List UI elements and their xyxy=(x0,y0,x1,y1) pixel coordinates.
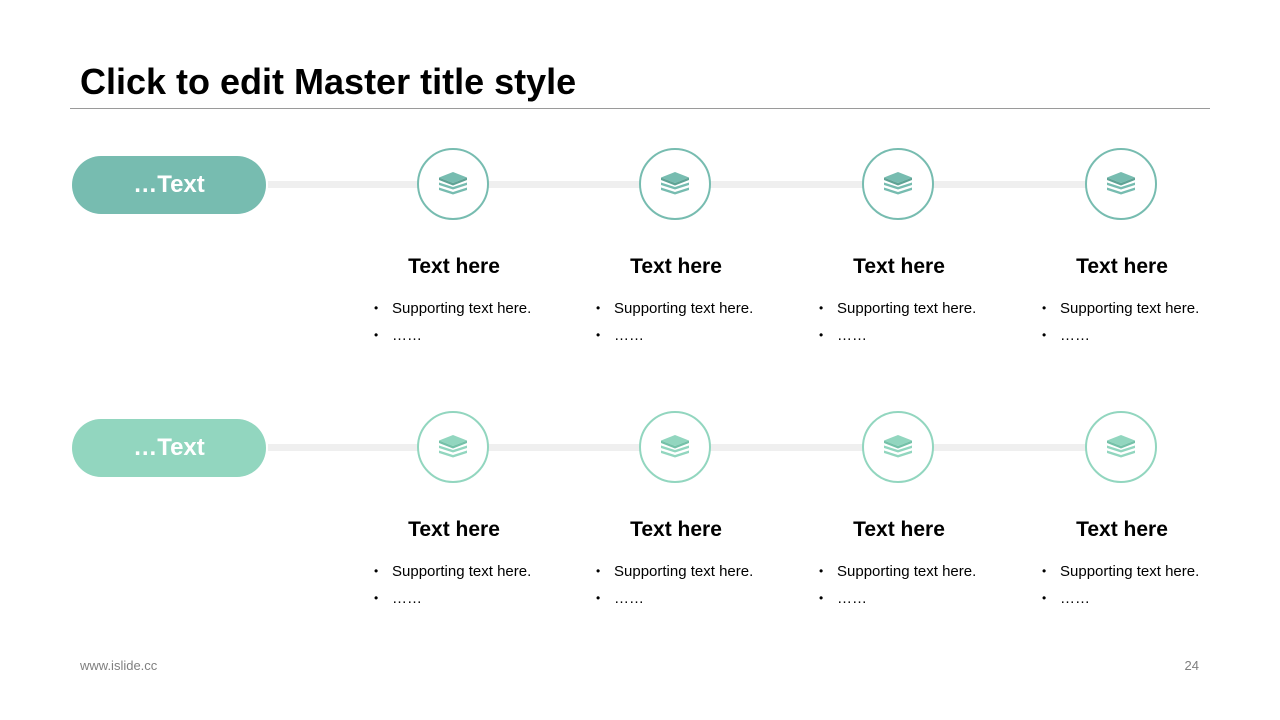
step-circle[interactable] xyxy=(862,148,934,220)
layers-icon xyxy=(659,170,691,198)
timeline-step: Text here Supporting text here. …… xyxy=(804,411,994,641)
bullet-item[interactable]: …… xyxy=(1042,585,1199,612)
step-circle[interactable] xyxy=(417,411,489,483)
step-title[interactable]: Text here xyxy=(630,518,722,541)
page-number: 24 xyxy=(1184,658,1199,673)
step-title[interactable]: Text here xyxy=(1076,518,1168,541)
timeline-step: Text here Supporting text here. …… xyxy=(804,148,994,378)
step-title[interactable]: Text here xyxy=(408,518,500,541)
layers-icon xyxy=(882,433,914,461)
timeline-step: Text here Supporting text here. …… xyxy=(581,411,771,641)
bullet-item[interactable]: Supporting text here. xyxy=(1042,295,1199,322)
slide-title[interactable]: Click to edit Master title style xyxy=(80,61,577,102)
step-circle[interactable] xyxy=(1085,411,1157,483)
step-circle[interactable] xyxy=(639,148,711,220)
bullet-item[interactable]: …… xyxy=(596,585,753,612)
step-bullets: Supporting text here. …… xyxy=(1042,558,1199,612)
timeline-step: Text here Supporting text here. …… xyxy=(359,411,549,641)
bullet-item[interactable]: …… xyxy=(596,322,753,349)
step-title[interactable]: Text here xyxy=(1076,255,1168,278)
step-bullets: Supporting text here. …… xyxy=(819,295,976,349)
bullet-item[interactable]: …… xyxy=(1042,322,1199,349)
timeline-row-2: …Text Text here Supporting text here. ……… xyxy=(0,411,1280,649)
layers-icon xyxy=(659,433,691,461)
step-circle[interactable] xyxy=(1085,148,1157,220)
step-bullets: Supporting text here. …… xyxy=(819,558,976,612)
layers-icon xyxy=(882,170,914,198)
bullet-item[interactable]: Supporting text here. xyxy=(819,295,976,322)
timeline-step: Text here Supporting text here. …… xyxy=(1027,411,1217,641)
layers-icon xyxy=(1105,170,1137,198)
timeline-row-1: …Text Text here Supporting text here. ……… xyxy=(0,148,1280,386)
step-circle[interactable] xyxy=(417,148,489,220)
bullet-item[interactable]: …… xyxy=(819,322,976,349)
row-label-pill[interactable]: …Text xyxy=(72,419,266,477)
step-title[interactable]: Text here xyxy=(853,518,945,541)
title-divider xyxy=(70,108,1210,109)
row-label-pill[interactable]: …Text xyxy=(72,156,266,214)
step-title[interactable]: Text here xyxy=(630,255,722,278)
layers-icon xyxy=(437,170,469,198)
step-bullets: Supporting text here. …… xyxy=(596,295,753,349)
bullet-item[interactable]: Supporting text here. xyxy=(374,295,531,322)
step-circle[interactable] xyxy=(639,411,711,483)
bullet-item[interactable]: Supporting text here. xyxy=(596,558,753,585)
bullet-item[interactable]: Supporting text here. xyxy=(596,295,753,322)
step-bullets: Supporting text here. …… xyxy=(374,558,531,612)
step-bullets: Supporting text here. …… xyxy=(374,295,531,349)
step-title[interactable]: Text here xyxy=(408,255,500,278)
step-bullets: Supporting text here. …… xyxy=(1042,295,1199,349)
timeline-step: Text here Supporting text here. …… xyxy=(581,148,771,378)
bullet-item[interactable]: Supporting text here. xyxy=(819,558,976,585)
layers-icon xyxy=(437,433,469,461)
layers-icon xyxy=(1105,433,1137,461)
step-bullets: Supporting text here. …… xyxy=(596,558,753,612)
bullet-item[interactable]: …… xyxy=(819,585,976,612)
bullet-item[interactable]: Supporting text here. xyxy=(1042,558,1199,585)
timeline-step: Text here Supporting text here. …… xyxy=(359,148,549,378)
bullet-item[interactable]: …… xyxy=(374,322,531,349)
timeline-step: Text here Supporting text here. …… xyxy=(1027,148,1217,378)
step-title[interactable]: Text here xyxy=(853,255,945,278)
bullet-item[interactable]: Supporting text here. xyxy=(374,558,531,585)
bullet-item[interactable]: …… xyxy=(374,585,531,612)
step-circle[interactable] xyxy=(862,411,934,483)
footer-url: www.islide.cc xyxy=(80,658,158,673)
